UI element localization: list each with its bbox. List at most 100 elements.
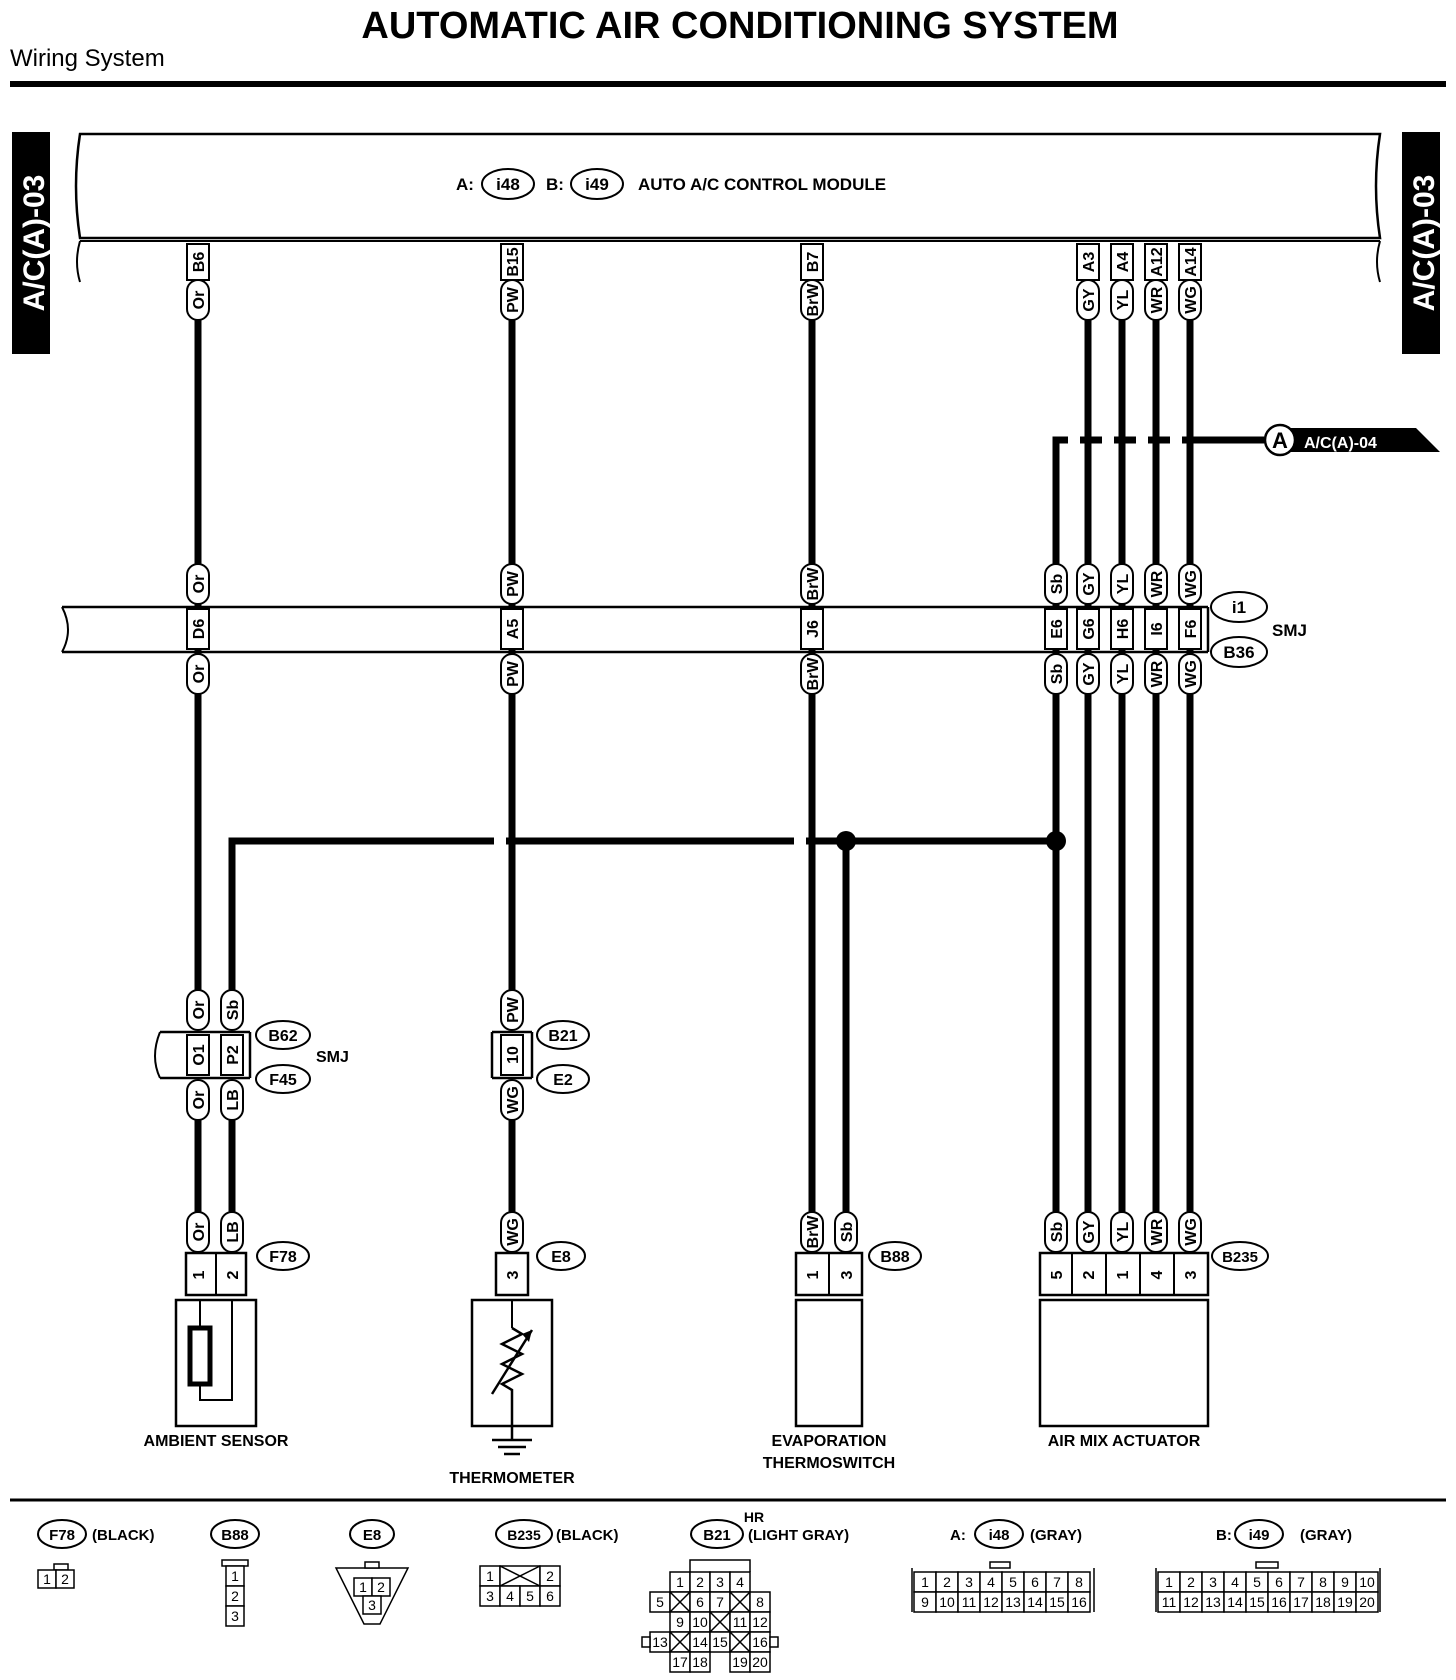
svg-text:A3: A3 — [1081, 252, 1098, 273]
legend-pin-cell: 7 — [1045, 1571, 1069, 1593]
page-tag-right: A/C(A)-03 — [1402, 132, 1441, 354]
legend-pin-cell: 3 — [225, 1605, 245, 1627]
offpage-ref: A/C(A)-04 — [1304, 435, 1377, 452]
smj1-wire-color-bottom: YL — [1110, 653, 1134, 695]
legend-pin-cell: 2 — [1179, 1571, 1203, 1593]
legend-pin-cell: 5 — [519, 1585, 541, 1607]
legend-pin-cell: 8 — [1311, 1571, 1335, 1593]
svg-text:Sb: Sb — [1049, 574, 1066, 595]
svg-text:YL: YL — [1115, 290, 1132, 311]
component-pin-number: 2 — [1081, 1270, 1098, 1279]
svg-text:17: 17 — [1293, 1594, 1309, 1610]
svg-text:WG: WG — [1183, 660, 1200, 688]
smj1-wire-color-top: WR — [1144, 563, 1168, 605]
legend-pin-cell: 6 — [689, 1591, 711, 1613]
svg-text:B15: B15 — [505, 247, 522, 276]
svg-text:2: 2 — [377, 1579, 385, 1595]
svg-text:6: 6 — [1031, 1574, 1039, 1590]
svg-text:3: 3 — [231, 1608, 239, 1624]
legend-pin-cell: 5 — [649, 1591, 671, 1613]
f78-connector: F78 — [269, 1249, 297, 1266]
svg-text:20: 20 — [1359, 1594, 1375, 1610]
component-wire-color: YL — [1110, 1211, 1134, 1253]
svg-text:11: 11 — [962, 1594, 977, 1610]
svg-text:4: 4 — [506, 1588, 514, 1604]
svg-text:10: 10 — [692, 1614, 708, 1630]
legend-pin-cell: 10 — [1355, 1571, 1379, 1593]
svg-text:16: 16 — [752, 1634, 768, 1650]
empty-pin-cell — [669, 1631, 691, 1653]
module-wire-color: YL — [1110, 279, 1134, 321]
module-wire-color: PW — [500, 279, 524, 321]
wire-crossover-gaps — [494, 432, 1182, 850]
legend-pin-cell: 15 — [1245, 1591, 1269, 1613]
empty-pin-cell — [709, 1611, 731, 1633]
smj1-pin-label: G6 — [1076, 608, 1100, 650]
component-wire-color: WG — [500, 1211, 524, 1253]
component-wire-color: WG — [1178, 1211, 1202, 1253]
legend-pin-cell: 2 — [539, 1565, 561, 1587]
legend-pin-cell: 6 — [539, 1585, 561, 1607]
ambient-sensor-label: AMBIENT SENSOR — [144, 1433, 289, 1450]
component-wire-color: Or — [186, 1211, 210, 1253]
svg-text:A/C(A)-03: A/C(A)-03 — [1408, 175, 1441, 312]
svg-text:11: 11 — [733, 1614, 748, 1630]
splice-point — [836, 831, 856, 851]
svg-text:WR: WR — [1149, 570, 1166, 597]
empty-pin-cell — [499, 1565, 541, 1587]
svg-text:8: 8 — [1319, 1574, 1327, 1590]
svg-text:(BLACK): (BLACK) — [92, 1527, 154, 1544]
svg-text:15: 15 — [1049, 1594, 1065, 1610]
module-pin-label: A12 — [1144, 243, 1168, 281]
svg-text:WR: WR — [1149, 660, 1166, 687]
smj1-wire-color-bottom: WG — [1178, 653, 1202, 695]
svg-text:13: 13 — [1005, 1594, 1021, 1610]
svg-text:PW: PW — [505, 286, 522, 313]
svg-text:1: 1 — [231, 1568, 239, 1584]
component-wire-color: GY — [1076, 1211, 1100, 1253]
svg-text:WG: WG — [1183, 286, 1200, 314]
svg-text:11: 11 — [1162, 1594, 1177, 1610]
svg-text:A12: A12 — [1149, 247, 1166, 276]
svg-text:A14: A14 — [1183, 247, 1200, 276]
svg-text:GY: GY — [1081, 572, 1098, 595]
svg-text:(BLACK): (BLACK) — [556, 1527, 618, 1544]
svg-text:7: 7 — [1297, 1574, 1305, 1590]
svg-text:i49: i49 — [1249, 1527, 1270, 1544]
svg-text:5: 5 — [656, 1594, 664, 1610]
svg-text:3: 3 — [1209, 1574, 1217, 1590]
module-wire-color: BrW — [800, 279, 824, 321]
legend-pin-cell: 5 — [1001, 1571, 1025, 1593]
legend-tab — [769, 1636, 779, 1648]
smj2-label: SMJ — [316, 1049, 349, 1066]
svg-text:1: 1 — [676, 1574, 684, 1590]
svg-text:3: 3 — [965, 1574, 973, 1590]
smj-b62-f45: B62 F45 SMJ — [154, 1020, 349, 1094]
svg-text:PW: PW — [505, 570, 522, 597]
svg-text:12: 12 — [1183, 1594, 1199, 1610]
empty-pin-cell — [669, 1591, 691, 1613]
svg-text:7: 7 — [716, 1594, 724, 1610]
svg-text:A4: A4 — [1115, 252, 1132, 273]
svg-text:B7: B7 — [805, 252, 822, 273]
component-pin-number: 5 — [1049, 1270, 1066, 1279]
page-tag-left: A/C(A)-03 — [12, 132, 51, 354]
module-name: AUTO A/C CONTROL MODULE — [638, 175, 886, 194]
legend-pin-cell: 12 — [749, 1611, 771, 1633]
svg-text:WG: WG — [505, 1218, 522, 1246]
offpage-connector: A A/C(A)-04 — [1263, 423, 1440, 457]
module-pin-label: A3 — [1076, 243, 1100, 281]
legend-pin-cell: 4 — [499, 1585, 521, 1607]
evap-label-1: EVAPORATION — [772, 1433, 887, 1450]
svg-text:1: 1 — [921, 1574, 929, 1590]
legend-pin-cell: 3 — [957, 1571, 981, 1593]
svg-text:5: 5 — [1253, 1574, 1261, 1590]
component-pin-number: 3 — [839, 1270, 856, 1279]
svg-text:(GRAY): (GRAY) — [1030, 1527, 1082, 1544]
svg-text:4: 4 — [736, 1574, 744, 1590]
legend-pin-cell: 16 — [1267, 1591, 1291, 1613]
svg-text:8: 8 — [1075, 1574, 1083, 1590]
smj1-pin-label: H6 — [1110, 608, 1134, 650]
svg-text:GY: GY — [1081, 1220, 1098, 1243]
e2-wire-color-bottom: WG — [500, 1079, 524, 1121]
